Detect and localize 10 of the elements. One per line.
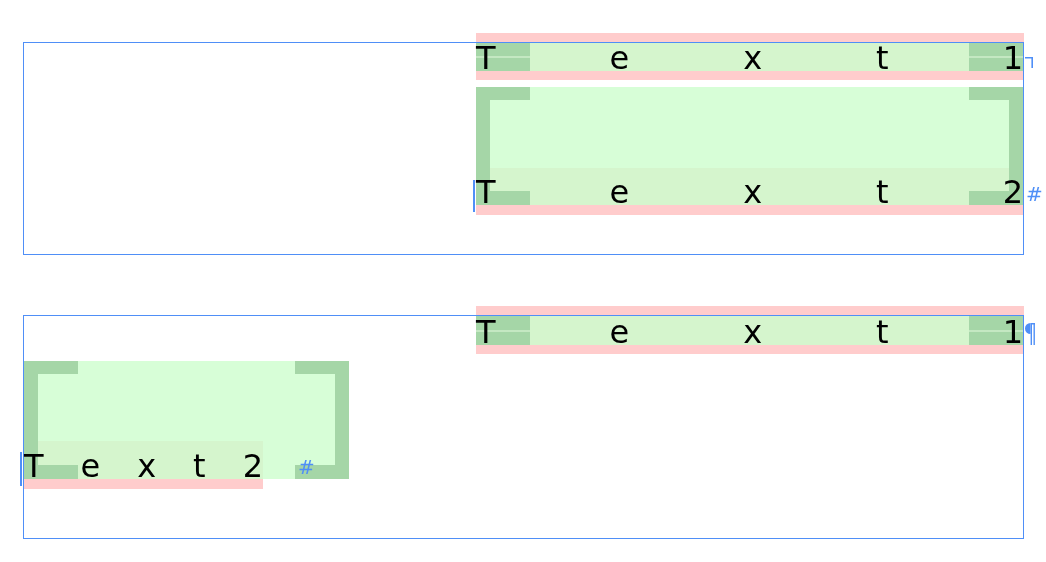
line-text: T e x t 2 — [24, 453, 263, 479]
text-frame — [23, 42, 1024, 255]
line-text: T e x t 1 — [476, 45, 1023, 71]
end-of-text-mark: # — [1026, 183, 1043, 205]
content-box — [24, 361, 349, 479]
end-of-text-mark: # — [298, 456, 315, 478]
line-text: T e x t 2 — [476, 179, 1023, 205]
line-text: T e x t 1 — [476, 319, 1023, 345]
text-frame — [23, 315, 1024, 539]
content-box — [476, 87, 1023, 205]
